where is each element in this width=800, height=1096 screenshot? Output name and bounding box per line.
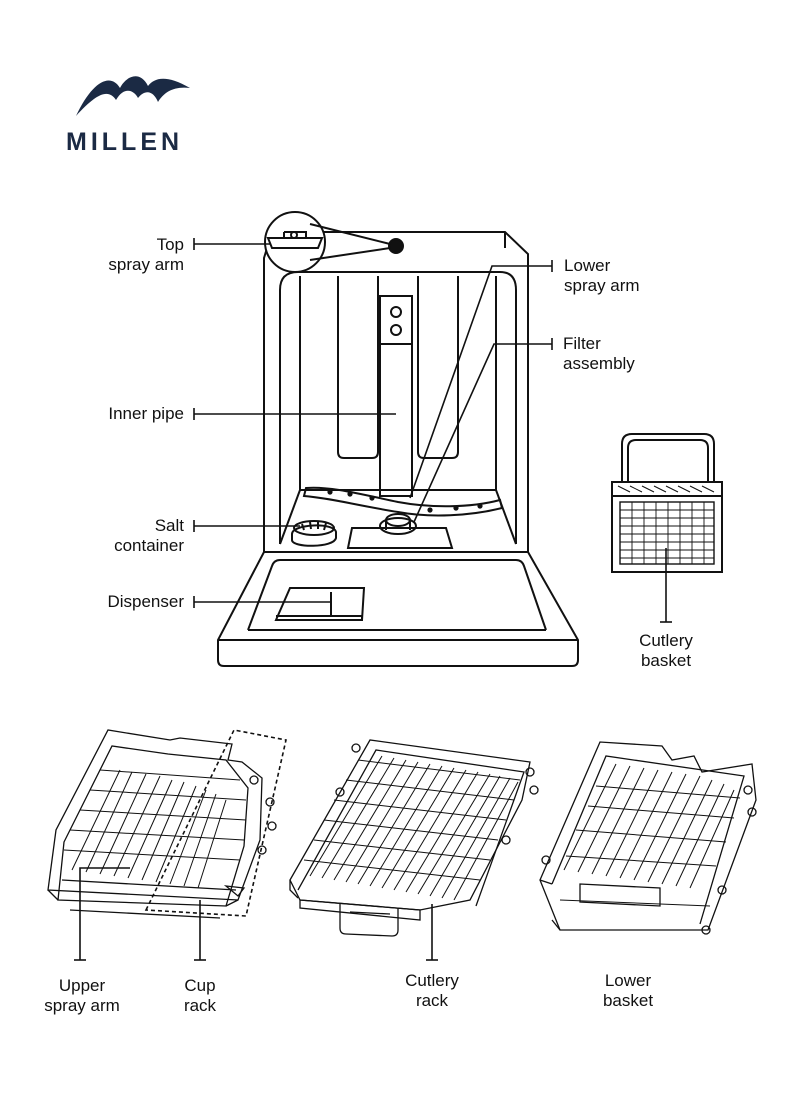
brand-name: MILLEN bbox=[66, 128, 184, 156]
label-line: rack bbox=[183, 996, 217, 1015]
label-line: Lower bbox=[564, 256, 611, 275]
label-line: Cutlery bbox=[405, 971, 459, 990]
label-line: Top bbox=[156, 235, 184, 254]
label-line: container bbox=[114, 536, 184, 555]
label-lower-spray-arm: Lower spray arm bbox=[564, 256, 640, 296]
label-line: spray arm bbox=[44, 996, 120, 1015]
label-inner-pipe: Inner pipe bbox=[108, 404, 184, 423]
label-line: Cutlery bbox=[639, 631, 693, 650]
top-spray-arm-magnifier bbox=[264, 211, 404, 273]
label-upper-spray-arm: Upper spray arm bbox=[30, 976, 134, 1016]
label-salt-container: Salt container bbox=[60, 516, 184, 556]
lower-basket bbox=[539, 741, 757, 935]
label-cutlery-rack: Cutlery rack bbox=[380, 971, 484, 1011]
label-dispenser: Dispenser bbox=[107, 592, 184, 611]
dishwasher-body bbox=[217, 231, 579, 667]
label-line: spray arm bbox=[108, 255, 184, 274]
label-cutlery-basket: Cutlery basket bbox=[616, 631, 716, 671]
millen-logo-icon bbox=[76, 76, 190, 116]
label-line: spray arm bbox=[564, 276, 640, 295]
label-line: Cup bbox=[184, 976, 216, 995]
label-line: Lower bbox=[604, 971, 652, 990]
label-line: Upper bbox=[58, 976, 106, 995]
label-line: Salt bbox=[154, 516, 184, 535]
label-line: basket bbox=[602, 991, 654, 1010]
label-line: rack bbox=[415, 991, 449, 1010]
label-filter-assembly: Filter assembly bbox=[563, 334, 635, 374]
callout-lines bbox=[193, 238, 672, 623]
label-line: basket bbox=[640, 651, 692, 670]
label-top-spray-arm: Top spray arm bbox=[60, 235, 184, 275]
cutlery-rack-drawer bbox=[289, 739, 539, 961]
upper-basket bbox=[47, 729, 287, 961]
label-line: assembly bbox=[563, 354, 635, 373]
label-line: Filter bbox=[563, 334, 601, 353]
cutlery-basket bbox=[611, 433, 723, 573]
label-lower-basket: Lower basket bbox=[576, 971, 680, 1011]
label-cup-rack: Cup rack bbox=[160, 976, 240, 1016]
